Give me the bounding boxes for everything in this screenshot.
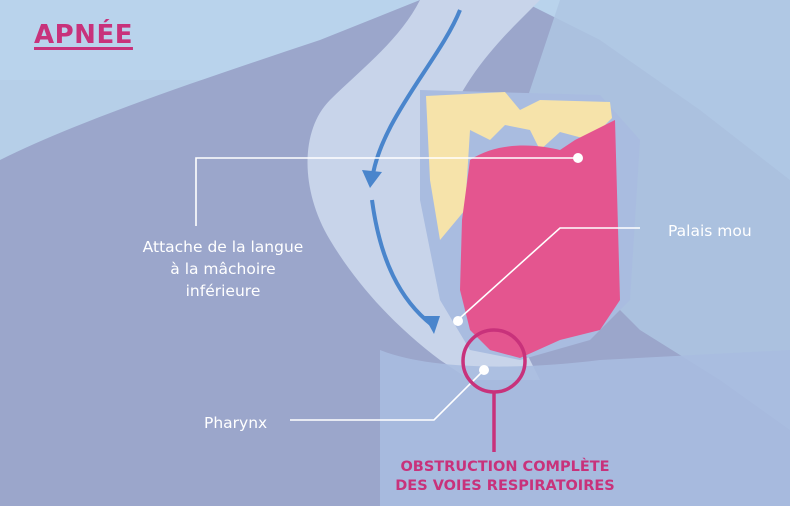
dot-pharynx: [479, 365, 489, 375]
page-title: APNÉE: [34, 20, 133, 50]
obstruction-line-2: DES VOIES RESPIRATOIRES: [365, 477, 645, 496]
label-tongue-line-2: à la mâchoire: [120, 258, 326, 280]
label-tongue-attachment: Attache de la langue à la mâchoire infér…: [120, 236, 326, 302]
label-tongue-line-1: Attache de la langue: [120, 236, 326, 258]
label-pharynx: Pharynx: [204, 412, 267, 434]
label-tongue-line-3: inférieure: [120, 280, 326, 302]
obstruction-line-1: OBSTRUCTION COMPLÈTE: [365, 458, 645, 477]
tongue: [460, 120, 620, 358]
dot-tongue: [573, 153, 583, 163]
obstruction-caption: OBSTRUCTION COMPLÈTE DES VOIES RESPIRATO…: [365, 458, 645, 496]
label-soft-palate: Palais mou: [668, 220, 752, 242]
dot-palate: [453, 316, 463, 326]
